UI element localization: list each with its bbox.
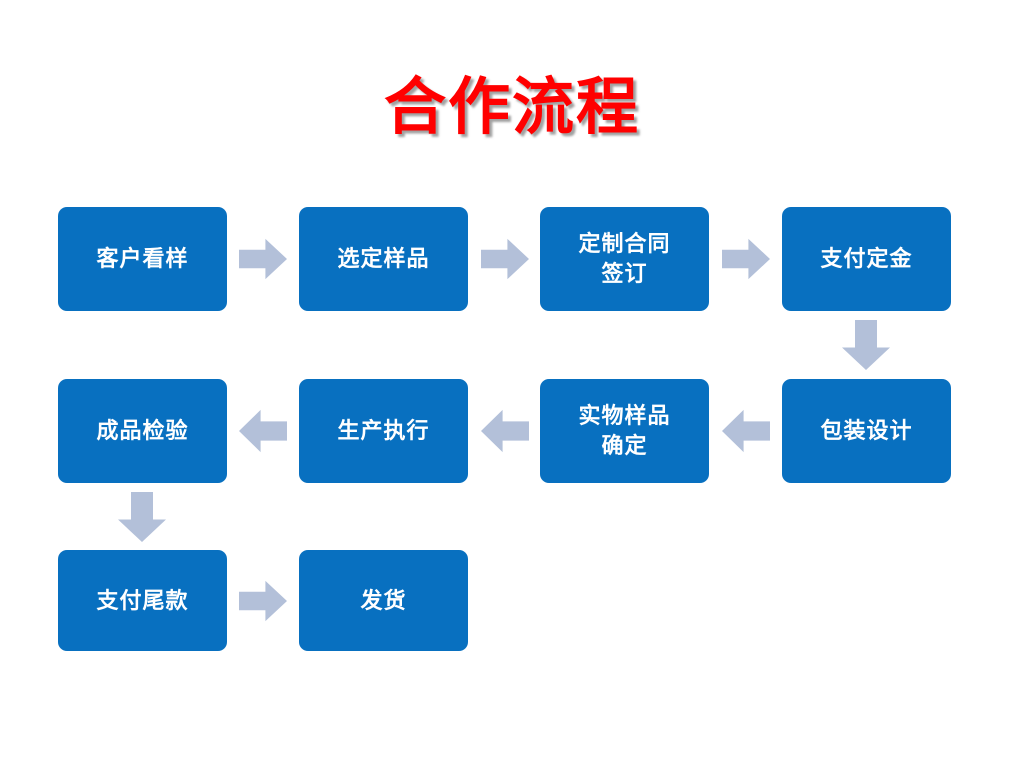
arrow-left-icon-r2-2	[481, 409, 529, 453]
flow-node-label: 成品检验	[96, 418, 189, 443]
flow-node-chengpinjianyan[interactable]: 成品检验	[58, 379, 227, 483]
flow-node-baozhuangsheji[interactable]: 包装设计	[782, 379, 951, 483]
page-title: 合作流程	[383, 70, 640, 143]
flow-node-label: 定制合同 签订	[578, 231, 671, 286]
flow-node-label: 支付尾款	[96, 587, 189, 613]
flow-node-zhifuweikuan[interactable]: 支付尾款	[58, 550, 227, 651]
flow-node-shengchanzhixing[interactable]: 生产执行	[299, 379, 468, 483]
flow-node-label: 选定样品	[337, 246, 430, 271]
arrow-right-icon-r1-2	[481, 238, 529, 280]
arrow-left-icon-r2-3	[722, 409, 770, 453]
flow-node-label: 支付定金	[820, 246, 913, 271]
arrow-right-icon-r1-3	[722, 238, 770, 280]
arrow-right-icon-r3-1	[239, 580, 287, 622]
flow-node-zhifudingjin[interactable]: 支付定金	[782, 207, 951, 311]
arrow-right-icon-r1-1	[239, 238, 287, 280]
arrow-down-icon-right	[842, 320, 890, 370]
flow-node-shiwuyangpin[interactable]: 实物样品 确定	[540, 379, 709, 483]
flow-node-label: 实物样品 确定	[578, 403, 671, 458]
flow-node-label: 客户看样	[96, 246, 189, 271]
flow-node-label: 生产执行	[337, 418, 430, 443]
flow-node-fahuo[interactable]: 发货	[299, 550, 468, 651]
flow-node-label: 包装设计	[820, 418, 913, 443]
flow-node-dingzhihetong[interactable]: 定制合同 签订	[540, 207, 709, 311]
flow-node-kehukanyang[interactable]: 客户看样	[58, 207, 227, 311]
flow-node-label: 发货	[360, 587, 407, 613]
arrow-left-icon-r2-1	[239, 409, 287, 453]
arrow-down-icon-left	[118, 492, 166, 542]
flow-node-xuandingyangpin[interactable]: 选定样品	[299, 207, 468, 311]
